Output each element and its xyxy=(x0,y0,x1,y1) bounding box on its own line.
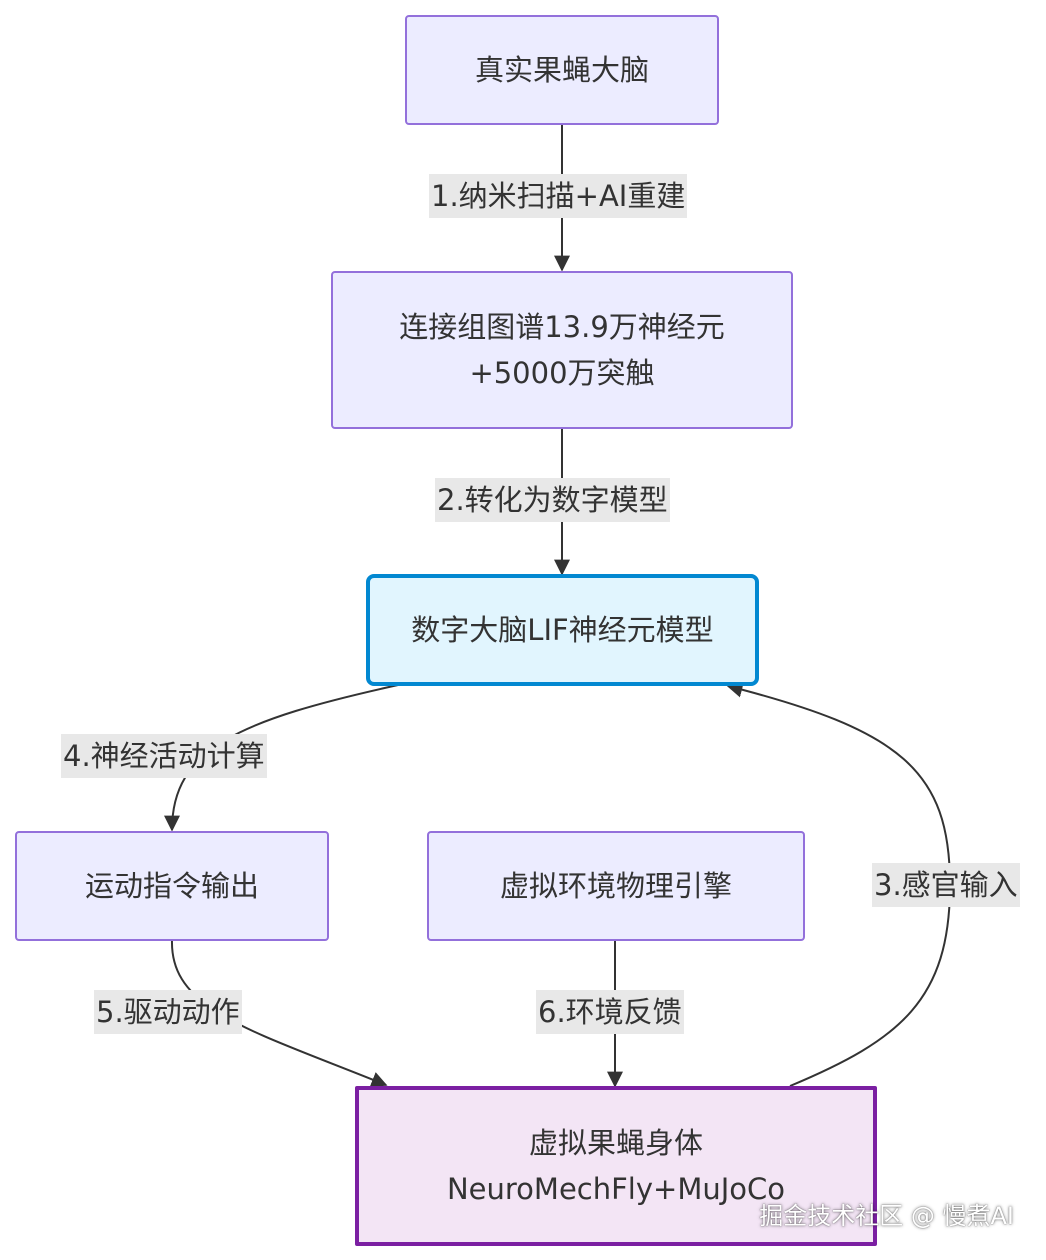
watermark: 掘金技术社区 @ 慢煮AI xyxy=(759,1202,1014,1230)
node-virtual-body: 虚拟果蝇身体 NeuroMechFly+MuJoCo xyxy=(355,1086,877,1246)
node-motor-output: 运动指令输出 xyxy=(15,831,329,941)
node-connectome-line-1: 连接组图谱13.9万神经元 xyxy=(399,310,725,344)
node-real-brain-label: 真实果蝇大脑 xyxy=(474,53,649,87)
node-digital-brain: 数字大脑LIF神经元模型 xyxy=(366,574,759,686)
node-motor-output-label: 运动指令输出 xyxy=(84,869,259,903)
edge-5-label: 5.驱动动作 xyxy=(94,990,242,1034)
edge-4-label: 4.神经活动计算 xyxy=(61,734,267,778)
node-virtual-body-line-1: 虚拟果蝇身体 xyxy=(528,1126,703,1160)
node-digital-brain-label: 数字大脑LIF神经元模型 xyxy=(411,613,714,647)
edge-2-label: 2.转化为数字模型 xyxy=(435,478,670,522)
node-physics-engine: 虚拟环境物理引擎 xyxy=(427,831,805,941)
edge-6-label: 6.环境反馈 xyxy=(536,990,684,1034)
edge-1-label: 1.纳米扫描+AI重建 xyxy=(429,174,688,218)
node-virtual-body-line-2: NeuroMechFly+MuJoCo xyxy=(446,1172,786,1206)
node-real-brain: 真实果蝇大脑 xyxy=(405,15,719,125)
node-connectome-line-2: +5000万突触 xyxy=(469,356,655,390)
node-physics-engine-label: 虚拟环境物理引擎 xyxy=(499,869,732,903)
edge-3-label: 3.感官输入 xyxy=(872,863,1020,907)
node-connectome: 连接组图谱13.9万神经元 +5000万突触 xyxy=(331,271,793,429)
